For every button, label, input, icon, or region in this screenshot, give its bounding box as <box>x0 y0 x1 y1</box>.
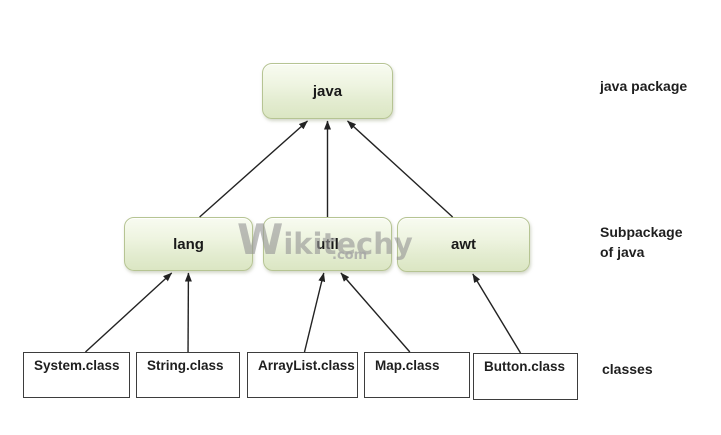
node-system-class-label: System.class <box>34 358 120 373</box>
node-map-class: Map.class <box>364 352 470 398</box>
label-subpackage-line2: of java <box>600 244 645 260</box>
node-awt-label: awt <box>450 236 476 253</box>
node-lang: lang <box>124 217 253 271</box>
node-button-class: Button.class <box>473 353 578 400</box>
edge-arrow-arraylist-to-util <box>303 272 326 353</box>
edge-arrow-system-to-lang <box>84 272 173 353</box>
edge-arrow-lang-to-java <box>199 120 308 218</box>
node-java: java <box>262 63 393 119</box>
node-java-label: java <box>312 82 343 100</box>
label-classes: classes <box>602 359 653 379</box>
label-subpackage-line1: Subpackage <box>600 224 683 240</box>
node-util-label: util <box>316 235 339 253</box>
node-arraylist-class-label: ArrayList.class <box>258 358 355 373</box>
node-map-class-label: Map.class <box>375 358 440 373</box>
edge-arrow-awt-to-java <box>347 120 454 218</box>
node-arraylist-class: ArrayList.class <box>247 352 358 398</box>
node-string-class-label: String.class <box>147 358 224 373</box>
node-awt: awt <box>397 217 530 272</box>
node-button-class-label: Button.class <box>484 359 566 374</box>
edge-arrow-button-to-awt <box>472 273 522 354</box>
label-java-package: java package <box>600 76 687 96</box>
label-java-package-text: java package <box>600 78 688 94</box>
node-system-class: System.class <box>23 352 130 398</box>
edge-arrow-map-to-util <box>340 272 411 353</box>
label-subpackage-of-java: Subpackage of java <box>600 222 682 262</box>
node-string-class: String.class <box>136 352 240 398</box>
label-classes-text: classes <box>602 361 653 377</box>
node-lang-label: lang <box>173 235 204 253</box>
node-util: util <box>263 217 392 271</box>
